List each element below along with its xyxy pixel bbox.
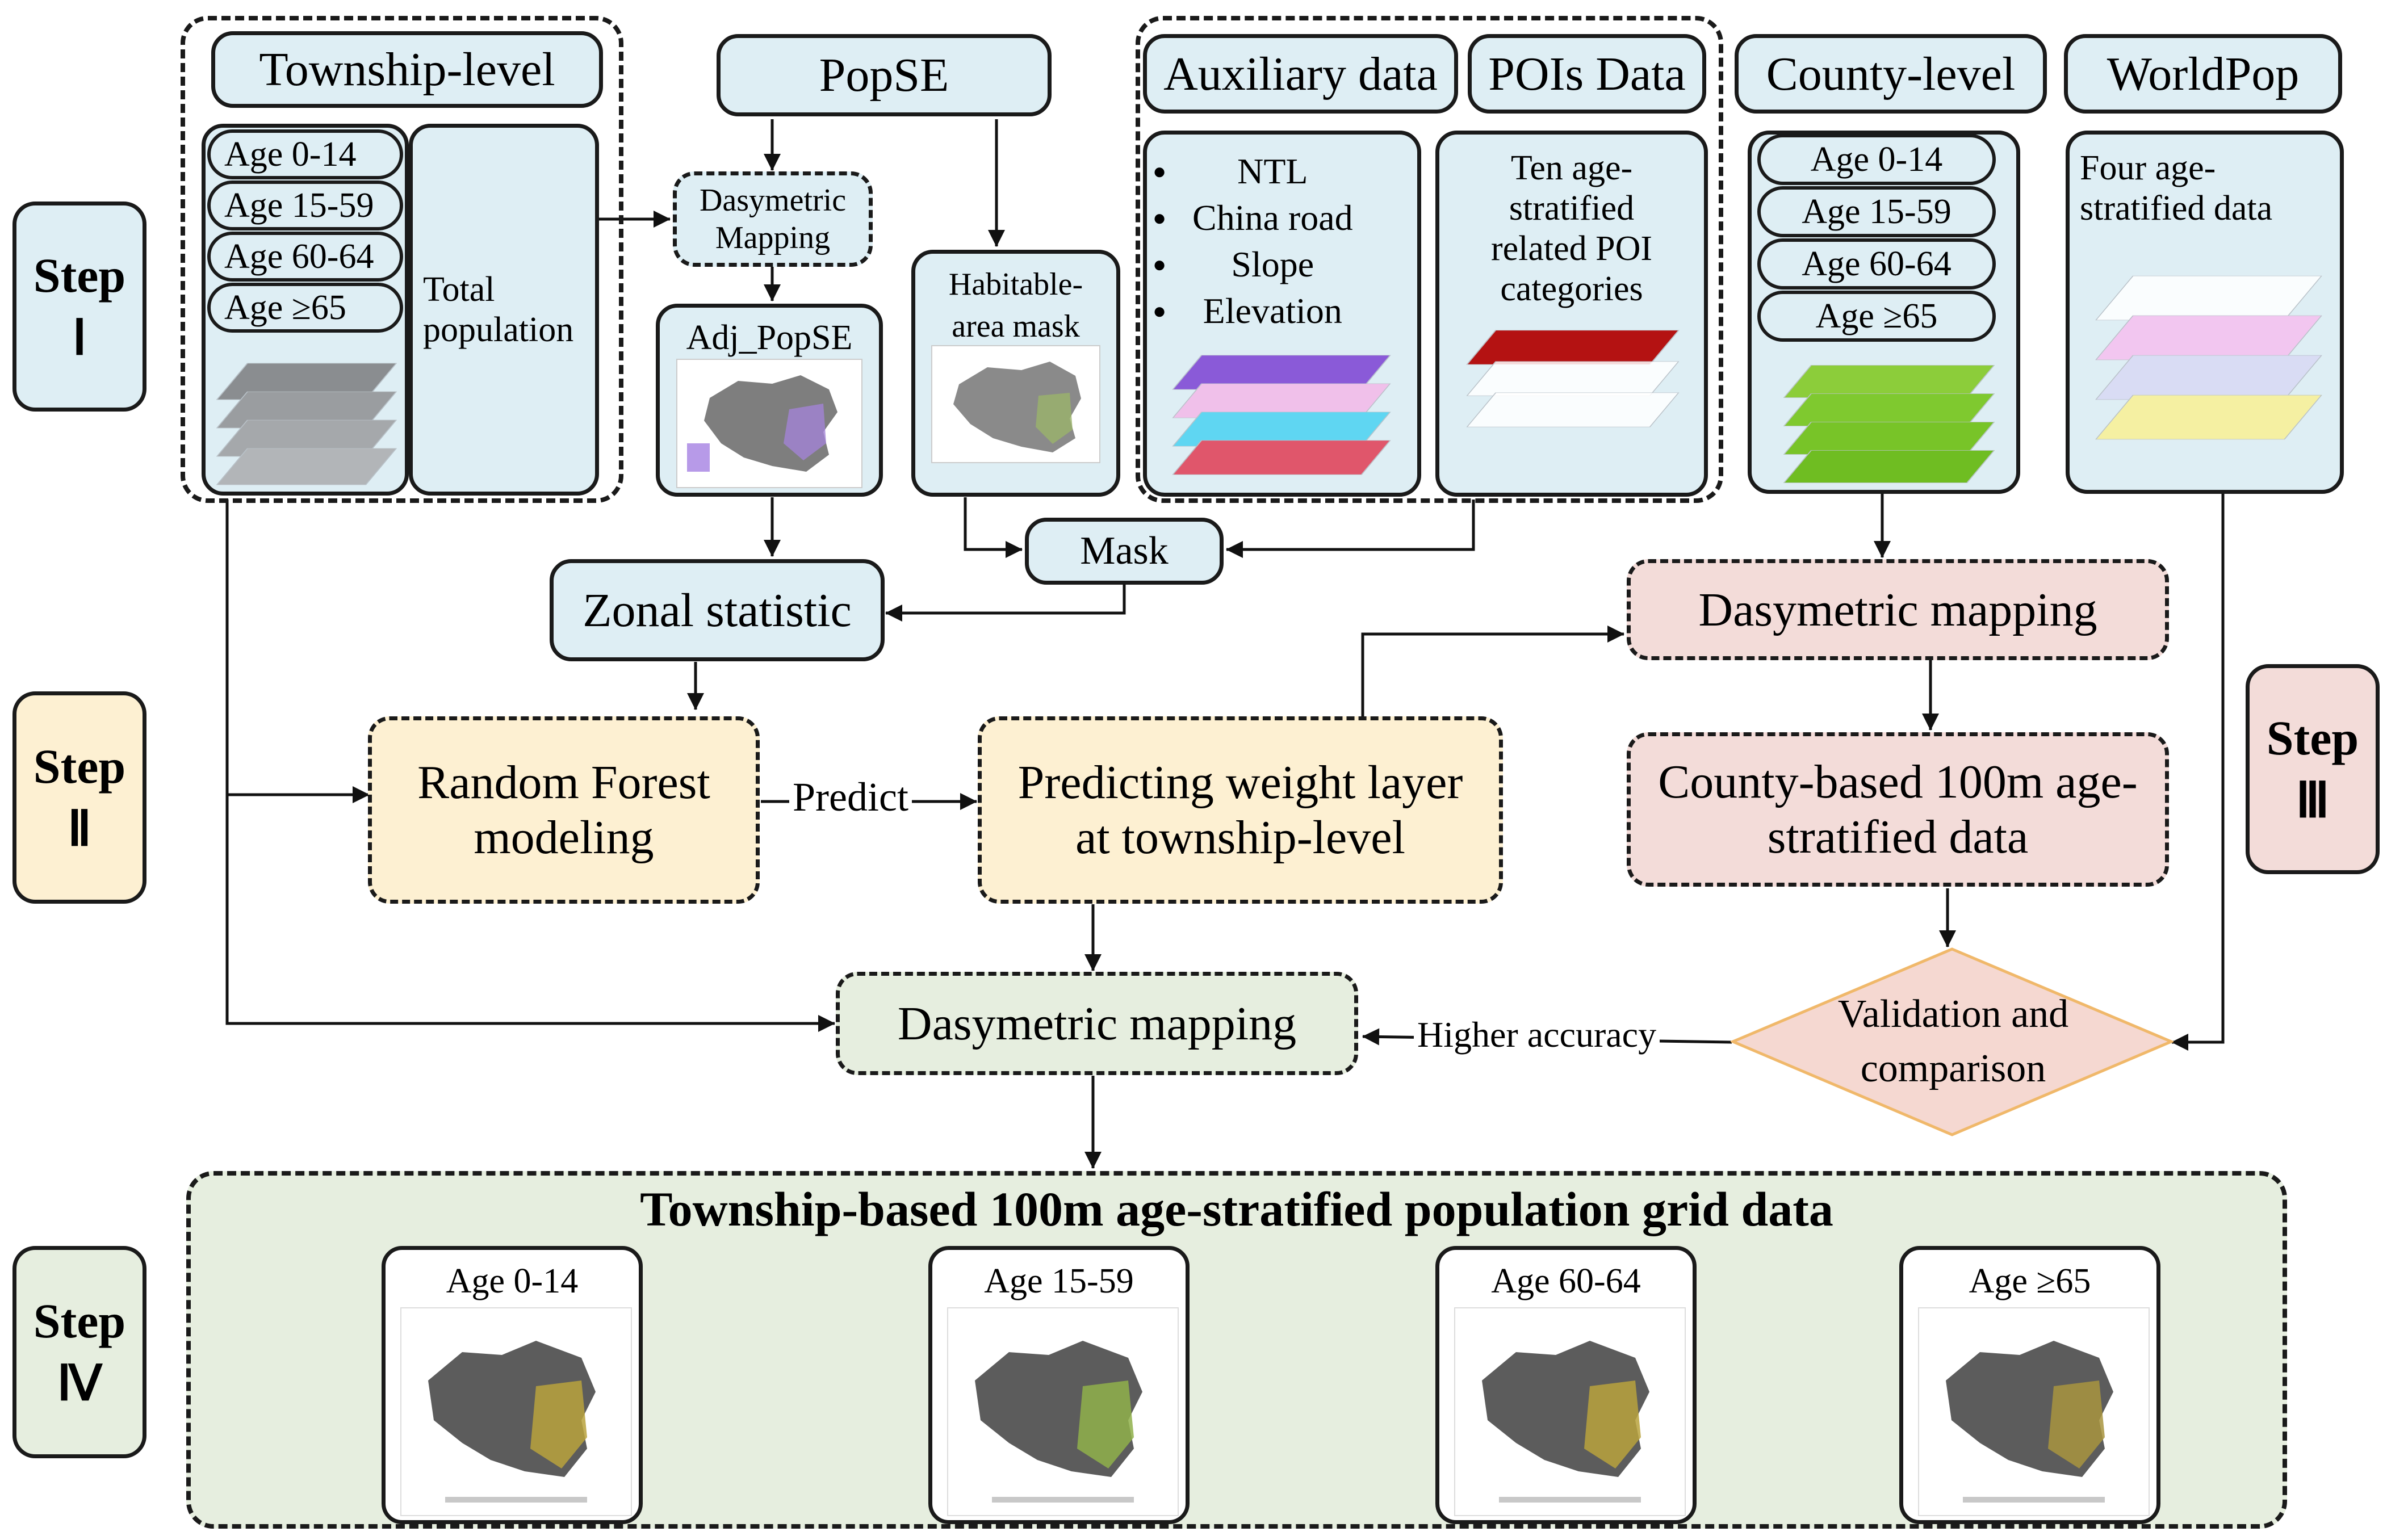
predicting-weight-box: Predicting weight layer at township-leve… bbox=[978, 716, 1503, 904]
habitable-line2: area mask bbox=[952, 309, 1080, 344]
pois-data-title: POIs Data bbox=[1468, 34, 1706, 114]
step-4-label: Step Ⅳ bbox=[12, 1246, 146, 1458]
step-2-word: Step bbox=[33, 739, 126, 794]
zonal-statistic-box: Zonal statistic bbox=[550, 559, 885, 661]
auxiliary-layers-image bbox=[1153, 334, 1408, 482]
arrow-weight-to-county-dasy bbox=[1361, 626, 1624, 716]
higher-accuracy-label: Higher accuracy bbox=[1414, 1014, 1660, 1056]
step-2-label: Step Ⅱ bbox=[12, 691, 146, 904]
adj-popse-map-image bbox=[676, 359, 862, 488]
step-3-word: Step bbox=[2266, 711, 2359, 765]
validation-line1: Validation and bbox=[1837, 992, 2069, 1036]
popse-box: PopSE bbox=[717, 34, 1052, 116]
weight-line1: Predicting weight layer bbox=[1017, 756, 1463, 809]
county-based-line2: stratified data bbox=[1767, 811, 2029, 863]
county-layers-image bbox=[1763, 346, 2007, 488]
step-1-word: Step bbox=[33, 248, 126, 303]
poi-categories-box: Ten age- stratified related POI categori… bbox=[1435, 131, 1708, 497]
township-group bbox=[181, 16, 623, 503]
output-map-caption-60-64: Age 60-64 bbox=[1491, 1262, 1641, 1300]
validation-diamond bbox=[1731, 947, 2174, 1136]
china-map-age-60-64 bbox=[1454, 1307, 1686, 1516]
weight-line2: at township-level bbox=[1075, 811, 1405, 864]
county-age-15-59: Age 15-59 bbox=[1757, 186, 1996, 237]
poi-line4: categories bbox=[1500, 270, 1643, 308]
township-age-15-59: Age 15-59 bbox=[207, 181, 403, 230]
arrow-poi-to-mask bbox=[1226, 500, 1475, 558]
auxiliary-poi-group bbox=[1136, 16, 1723, 503]
auxiliary-item-slope: Slope bbox=[1147, 241, 1353, 288]
auxiliary-list-box: NTL China road Slope Elevation bbox=[1143, 131, 1421, 497]
random-forest-box: Random Forest modeling bbox=[368, 716, 760, 904]
output-map-age-60-64: Age 60-64 bbox=[1435, 1246, 1697, 1524]
county-based-data-box: County-based 100m age- stratified data bbox=[1627, 732, 2169, 887]
worldpop-line2: stratified data bbox=[2080, 189, 2273, 228]
line-township-down bbox=[225, 500, 835, 1032]
poi-layers-image bbox=[1447, 309, 1697, 451]
county-dasymetric-box: Dasymetric mapping bbox=[1627, 559, 2169, 660]
auxiliary-item-china-road: China road bbox=[1147, 195, 1353, 241]
county-age-60-64: Age 60-64 bbox=[1757, 238, 1996, 289]
output-map-age-15-59: Age 15-59 bbox=[928, 1246, 1190, 1524]
township-title: Township-level bbox=[211, 31, 603, 108]
step-4-word: Step bbox=[33, 1294, 126, 1348]
rf-line2: modeling bbox=[474, 811, 654, 864]
auxiliary-item-ntl: NTL bbox=[1147, 148, 1353, 195]
china-map-age-65plus bbox=[1918, 1307, 2150, 1516]
total-population-box: Total population bbox=[409, 124, 599, 496]
worldpop-data-box: Four age- stratified data bbox=[2066, 131, 2344, 494]
township-age-65plus: Age ≥65 bbox=[207, 283, 403, 333]
dasymetric-line2: Mapping bbox=[715, 220, 831, 255]
output-map-age-0-14: Age 0-14 bbox=[382, 1246, 643, 1524]
output-map-age-65plus: Age ≥65 bbox=[1899, 1246, 2160, 1524]
adj-popse-box: Adj_PopSE bbox=[656, 304, 883, 497]
poi-line2: stratified bbox=[1509, 189, 1635, 228]
county-age-0-14: Age 0-14 bbox=[1757, 134, 1996, 185]
auxiliary-data-title: Auxiliary data bbox=[1143, 34, 1458, 114]
township-age-0-14: Age 0-14 bbox=[207, 129, 403, 179]
county-based-line1: County-based 100m age- bbox=[1658, 756, 2138, 808]
predict-label: Predict bbox=[789, 774, 912, 821]
rf-line1: Random Forest bbox=[417, 756, 710, 809]
final-dasymetric-box: Dasymetric mapping bbox=[836, 972, 1358, 1075]
worldpop-title: WorldPop bbox=[2064, 34, 2342, 114]
validation-text: Validation and comparison bbox=[1789, 988, 2118, 1096]
total-population-line1: Total bbox=[423, 270, 495, 309]
output-title: Township-based 100m age-stratified popul… bbox=[640, 1182, 1833, 1236]
habitable-line1: Habitable- bbox=[948, 267, 1083, 302]
step-2-numeral: Ⅱ bbox=[67, 802, 92, 856]
step-4-numeral: Ⅳ bbox=[57, 1356, 102, 1411]
china-map-age-15-59 bbox=[947, 1307, 1179, 1516]
arrow-mask-to-zonal bbox=[885, 585, 1126, 622]
auxiliary-list: NTL China road Slope Elevation bbox=[1147, 148, 1353, 334]
arrow-habitable-to-mask bbox=[964, 497, 1023, 558]
poi-line3: related POI bbox=[1490, 229, 1653, 268]
county-level-title: County-level bbox=[1735, 34, 2047, 114]
adj-popse-label: Adj_PopSE bbox=[686, 318, 853, 357]
validation-line2: comparison bbox=[1860, 1047, 2046, 1090]
dasymetric-mapping-box: Dasymetric Mapping bbox=[673, 171, 873, 267]
habitable-map-image bbox=[931, 345, 1100, 463]
worldpop-line1: Four age- bbox=[2080, 149, 2216, 187]
step-1-numeral: Ⅰ bbox=[72, 310, 87, 365]
step-3-numeral: Ⅲ bbox=[2296, 773, 2330, 828]
poi-line1: Ten age- bbox=[1510, 149, 1633, 187]
mask-box: Mask bbox=[1025, 518, 1224, 585]
dasymetric-line1: Dasymetric bbox=[699, 183, 847, 218]
arrow-worldpop-to-validation bbox=[2171, 494, 2225, 1051]
output-map-caption-65plus: Age ≥65 bbox=[1969, 1262, 2091, 1300]
total-population-line2: population bbox=[423, 310, 574, 349]
auxiliary-item-elevation: Elevation bbox=[1147, 288, 1353, 334]
township-age-60-64: Age 60-64 bbox=[207, 232, 403, 282]
habitable-mask-box: Habitable- area mask bbox=[911, 250, 1120, 497]
output-map-caption-15-59: Age 15-59 bbox=[984, 1262, 1134, 1300]
township-layers-image bbox=[209, 341, 402, 488]
china-map-age-0-14 bbox=[400, 1307, 632, 1516]
step-1-label: Step Ⅰ bbox=[12, 202, 146, 412]
step-3-label: Step Ⅲ bbox=[2246, 664, 2380, 874]
county-age-65plus: Age ≥65 bbox=[1757, 291, 1996, 342]
output-map-caption-0-14: Age 0-14 bbox=[446, 1262, 579, 1300]
worldpop-layers-image bbox=[2080, 240, 2335, 456]
